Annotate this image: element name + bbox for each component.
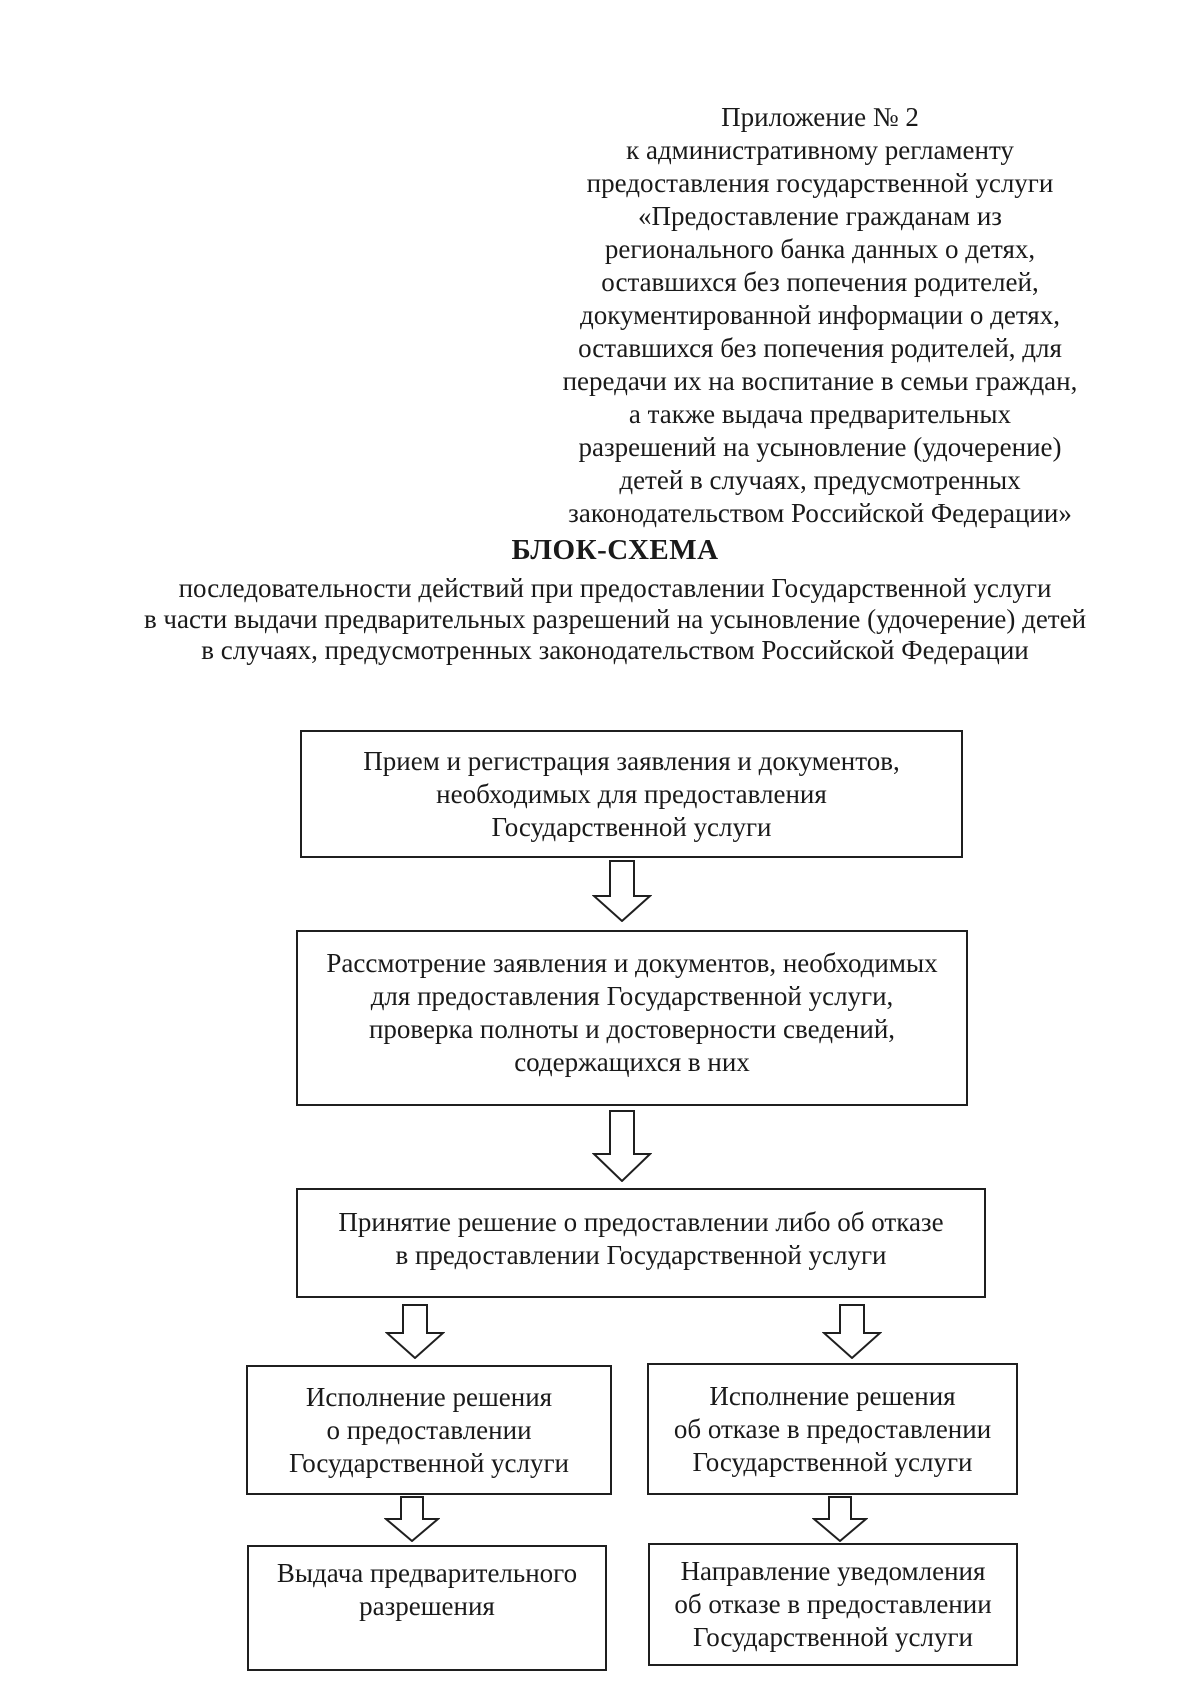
flow-box-decision: Принятие решение о предоставлении либо о…	[296, 1188, 986, 1298]
flow-box-review-documents-text: Рассмотрение заявления и документов, нео…	[326, 948, 938, 1077]
appendix-header: Приложение № 2 к административному регла…	[562, 102, 1078, 528]
down-arrow-icon	[592, 860, 652, 922]
flow-box-issue-permit: Выдача предварительного разрешения	[247, 1545, 607, 1671]
flow-box-receive-registration: Прием и регистрация заявления и документ…	[300, 730, 963, 858]
page-title: БЛОК-СХЕМА	[511, 534, 719, 566]
flow-box-decision-text: Принятие решение о предоставлении либо о…	[338, 1207, 944, 1270]
down-arrow-icon	[384, 1496, 440, 1542]
down-arrow-icon	[812, 1496, 868, 1542]
down-arrow-icon	[385, 1304, 445, 1359]
flow-box-execute-grant-decision-text: Исполнение решения о предоставлении Госу…	[289, 1382, 569, 1478]
flow-box-execute-refusal-decision-text: Исполнение решения об отказе в предостав…	[673, 1381, 992, 1477]
flow-box-refusal-notice-text: Направление уведомления об отказе в пред…	[674, 1556, 992, 1652]
flow-box-execute-grant-decision: Исполнение решения о предоставлении Госу…	[246, 1365, 612, 1495]
down-arrow-icon	[592, 1110, 652, 1182]
flow-box-review-documents: Рассмотрение заявления и документов, нео…	[296, 930, 968, 1106]
flow-box-refusal-notice: Направление уведомления об отказе в пред…	[648, 1543, 1018, 1666]
flow-box-issue-permit-text: Выдача предварительного разрешения	[276, 1558, 578, 1621]
down-arrow-icon	[822, 1304, 882, 1359]
flow-box-receive-registration-text: Прием и регистрация заявления и документ…	[363, 746, 900, 842]
title-block: БЛОК-СХЕМА последовательности действий п…	[0, 533, 1200, 666]
flow-box-execute-refusal-decision: Исполнение решения об отказе в предостав…	[647, 1363, 1018, 1495]
page-subtitle: последовательности действий при предоста…	[143, 573, 1087, 665]
